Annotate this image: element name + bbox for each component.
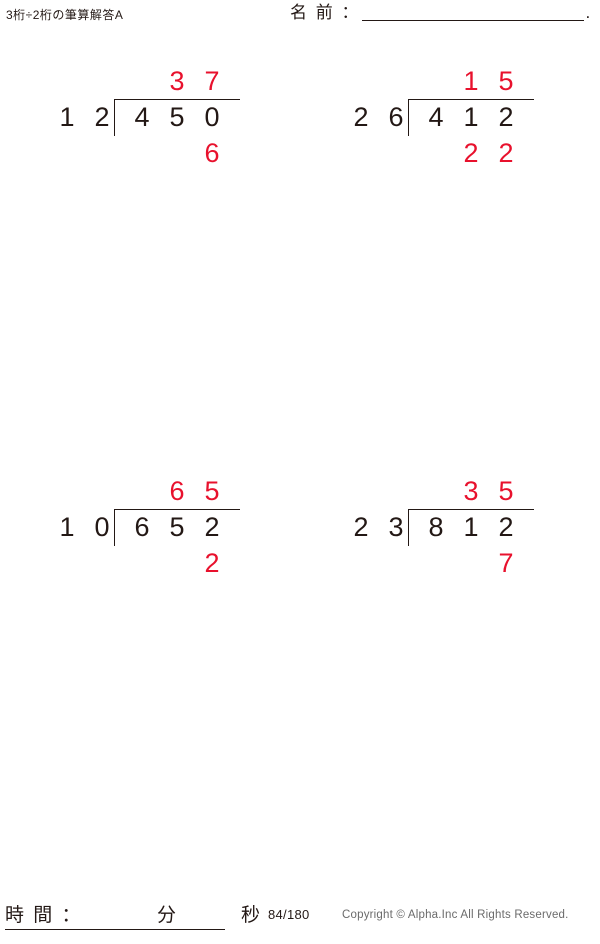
division-bracket-vertical bbox=[114, 100, 115, 136]
quotient-digit: 3 bbox=[169, 66, 185, 96]
divisor-digit: 0 bbox=[94, 512, 110, 542]
problem-row-2: 1 0 6 5 2 6 5 2 bbox=[0, 470, 600, 880]
footer: 時 間 ： 分 秒 84/180 Copyright © Alpha.Inc A… bbox=[0, 898, 600, 944]
remainder-digit: 2 bbox=[204, 548, 220, 578]
time-field[interactable]: 時 間 ： 分 秒 bbox=[5, 900, 260, 930]
page-number: 84/180 bbox=[268, 907, 310, 922]
divisor-digit: 2 bbox=[353, 102, 369, 132]
name-field-area: 名 前 ： . bbox=[290, 4, 590, 23]
problems-grid: 1 2 4 5 0 3 7 6 bbox=[0, 60, 600, 880]
quotient-digit: 6 bbox=[169, 476, 185, 506]
name-write-line[interactable] bbox=[362, 20, 585, 21]
dividend-digit: 8 bbox=[428, 512, 444, 542]
divisor-digit: 3 bbox=[388, 512, 404, 542]
problem-4: 2 3 8 1 2 3 5 7 bbox=[344, 470, 544, 590]
dividend-digit: 1 bbox=[463, 102, 479, 132]
divisor-digit: 2 bbox=[94, 102, 110, 132]
division-bracket-vertical bbox=[114, 510, 115, 546]
problem-2: 2 6 4 1 2 1 5 2 2 bbox=[344, 60, 544, 180]
division-bracket-overline bbox=[408, 509, 534, 510]
quotient-digit: 7 bbox=[204, 66, 220, 96]
page-title: 3桁÷2桁の筆算解答A bbox=[6, 8, 124, 22]
remainder-digit: 7 bbox=[498, 548, 514, 578]
problem-1: 1 2 4 5 0 3 7 6 bbox=[50, 60, 250, 180]
dividend-digit: 4 bbox=[428, 102, 444, 132]
quotient-digit: 1 bbox=[463, 66, 479, 96]
dividend-digit: 6 bbox=[134, 512, 150, 542]
quotient-digit: 5 bbox=[498, 476, 514, 506]
division-bracket-vertical bbox=[408, 100, 409, 136]
long-division-4: 2 3 8 1 2 3 5 7 bbox=[344, 470, 544, 590]
long-division-1: 1 2 4 5 0 3 7 6 bbox=[50, 60, 250, 180]
dividend-digit: 2 bbox=[498, 102, 514, 132]
long-division-2: 2 6 4 1 2 1 5 2 2 bbox=[344, 60, 544, 180]
name-period: . bbox=[585, 3, 591, 22]
division-bracket-overline bbox=[114, 509, 240, 510]
division-bracket-vertical bbox=[408, 510, 409, 546]
quotient-digit: 3 bbox=[463, 476, 479, 506]
remainder-digit: 2 bbox=[498, 138, 514, 168]
division-bracket-overline bbox=[114, 99, 240, 100]
problem-3: 1 0 6 5 2 6 5 2 bbox=[50, 470, 250, 590]
quotient-digit: 5 bbox=[204, 476, 220, 506]
divisor-digit: 2 bbox=[353, 512, 369, 542]
divisor-digit: 1 bbox=[59, 512, 75, 542]
problem-row-1: 1 2 4 5 0 3 7 6 bbox=[0, 60, 600, 470]
dividend-digit: 1 bbox=[463, 512, 479, 542]
dividend-digit: 2 bbox=[204, 512, 220, 542]
remainder-digit: 6 bbox=[204, 138, 220, 168]
quotient-digit: 5 bbox=[498, 66, 514, 96]
dividend-digit: 4 bbox=[134, 102, 150, 132]
division-bracket-overline bbox=[408, 99, 534, 100]
divisor-digit: 1 bbox=[59, 102, 75, 132]
name-label: 名 前 ： bbox=[290, 3, 361, 22]
long-division-3: 1 0 6 5 2 6 5 2 bbox=[50, 470, 250, 590]
dividend-digit: 5 bbox=[169, 102, 185, 132]
remainder-digit: 2 bbox=[463, 138, 479, 168]
dividend-digit: 0 bbox=[204, 102, 220, 132]
dividend-digit: 5 bbox=[169, 512, 185, 542]
divisor-digit: 6 bbox=[388, 102, 404, 132]
copyright-notice: Copyright © Alpha.Inc All Rights Reserve… bbox=[342, 909, 569, 921]
dividend-digit: 2 bbox=[498, 512, 514, 542]
